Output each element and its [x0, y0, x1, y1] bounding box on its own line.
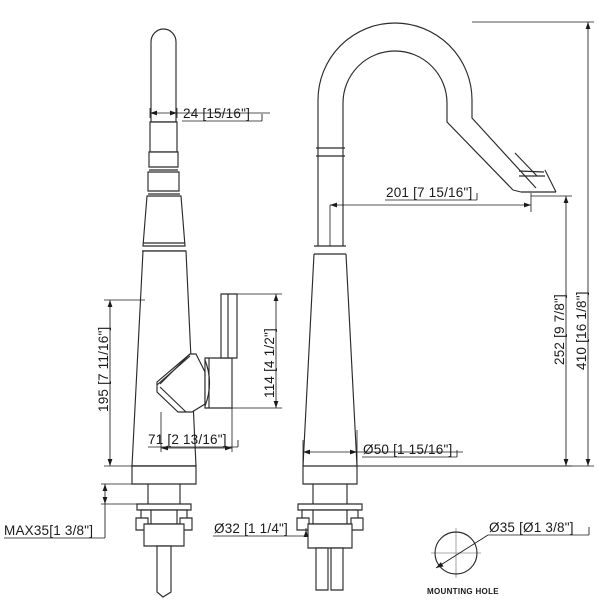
dim-label-spout-tip-width: 24 [15/16"]: [183, 106, 250, 121]
dimension-shank-diameter: Ø32 [1 1/4"]: [213, 521, 309, 537]
dim-label-spout-height: 252 [9 7/8"]: [552, 294, 567, 365]
spray-head-outer-edge: [544, 169, 557, 193]
dimension-spout-tip-width: 24 [15/16"]: [149, 106, 270, 122]
right-view-side-elevation: [296, 22, 557, 591]
valve-housing-arc: [204, 359, 211, 407]
dimension-max-deck-thickness: MAX35[1 3/8"]: [4, 483, 137, 539]
spray-head-inner-edge: [512, 189, 522, 193]
handle-lever-body: [156, 353, 206, 413]
mount-body-box: [143, 523, 185, 547]
dimension-overall-height: 410 [16 1/8"]: [357, 21, 594, 467]
dimension-spout-reach: 201 [7 15/16"]: [329, 185, 532, 246]
spray-head-band-2: [148, 151, 179, 168]
dim-label-overall-height: 410 [16 1/8"]: [574, 291, 589, 370]
deck-washer-plate-side: [297, 503, 363, 511]
dim-label-spout-reach: 201 [7 15/16"]: [386, 185, 472, 200]
spray-head-band-line-2: [518, 170, 545, 173]
dimension-valve-body-height: 114 [4 1/2"]: [232, 293, 282, 409]
handle-lever-crease: [156, 355, 191, 386]
valve-stem-riser: [220, 293, 238, 359]
dim-label-max-deck-thickness: MAX35[1 3/8"]: [4, 523, 93, 538]
mounting-hole-caption: MOUNTING HOLE: [427, 587, 499, 596]
dim-label-shank-diameter: Ø32 [1 1/4"]: [214, 521, 288, 536]
supply-hose: [156, 545, 172, 598]
base-escutcheon: [131, 465, 197, 485]
dim-label-mounting-hole-diameter: Ø35 [Ø1 3/8"]: [489, 520, 574, 535]
spout-tapered-body: [142, 195, 186, 247]
handle-lever-edge-lower: [159, 386, 187, 413]
base-escutcheon-side: [302, 465, 358, 485]
spray-head-band-1: [149, 121, 178, 153]
supply-tube-left: [315, 547, 329, 591]
spout-tip-outline: [150, 28, 177, 123]
dim-label-base-diameter: Ø50 [1 15/16"]: [363, 442, 452, 457]
dim-label-valve-body-height: 114 [4 1/2"]: [262, 328, 277, 398]
deck-washer-plate: [136, 503, 192, 511]
spray-head-band-3: [147, 171, 180, 192]
dim-label-handle-height: 195 [7 11/16"]: [96, 327, 111, 412]
dimension-handle-depth: 71 [2 13/16"]: [148, 408, 239, 452]
left-view-front-elevation: [131, 28, 238, 598]
mounting-hole-detail: Ø35 [Ø1 3/8"] MOUNTING HOLE: [427, 520, 590, 596]
gooseneck-outer-wall: [317, 22, 537, 189]
mount-nut-side-left: [296, 517, 310, 531]
column-left-taper: [302, 253, 315, 467]
dimension-spout-height: 252 [9 7/8"]: [357, 195, 572, 467]
mounting-hole-circle: [434, 531, 478, 575]
mounting-hole-leader: [435, 534, 489, 569]
mount-nut-side-right: [350, 517, 364, 531]
column-right-taper: [345, 253, 358, 467]
spray-head-band-line-1: [514, 152, 538, 177]
supply-tube-right: [330, 547, 344, 591]
dim-label-handle-depth: 71 [2 13/16"]: [148, 432, 227, 447]
gooseneck-inner-wall: [342, 50, 514, 191]
dimension-handle-height: 195 [7 11/16"]: [96, 299, 196, 467]
mount-bracket-side: [301, 509, 359, 525]
dimension-base-diameter: Ø50 [1 15/16"]: [302, 430, 463, 466]
mount-body-box-side: [307, 523, 353, 549]
